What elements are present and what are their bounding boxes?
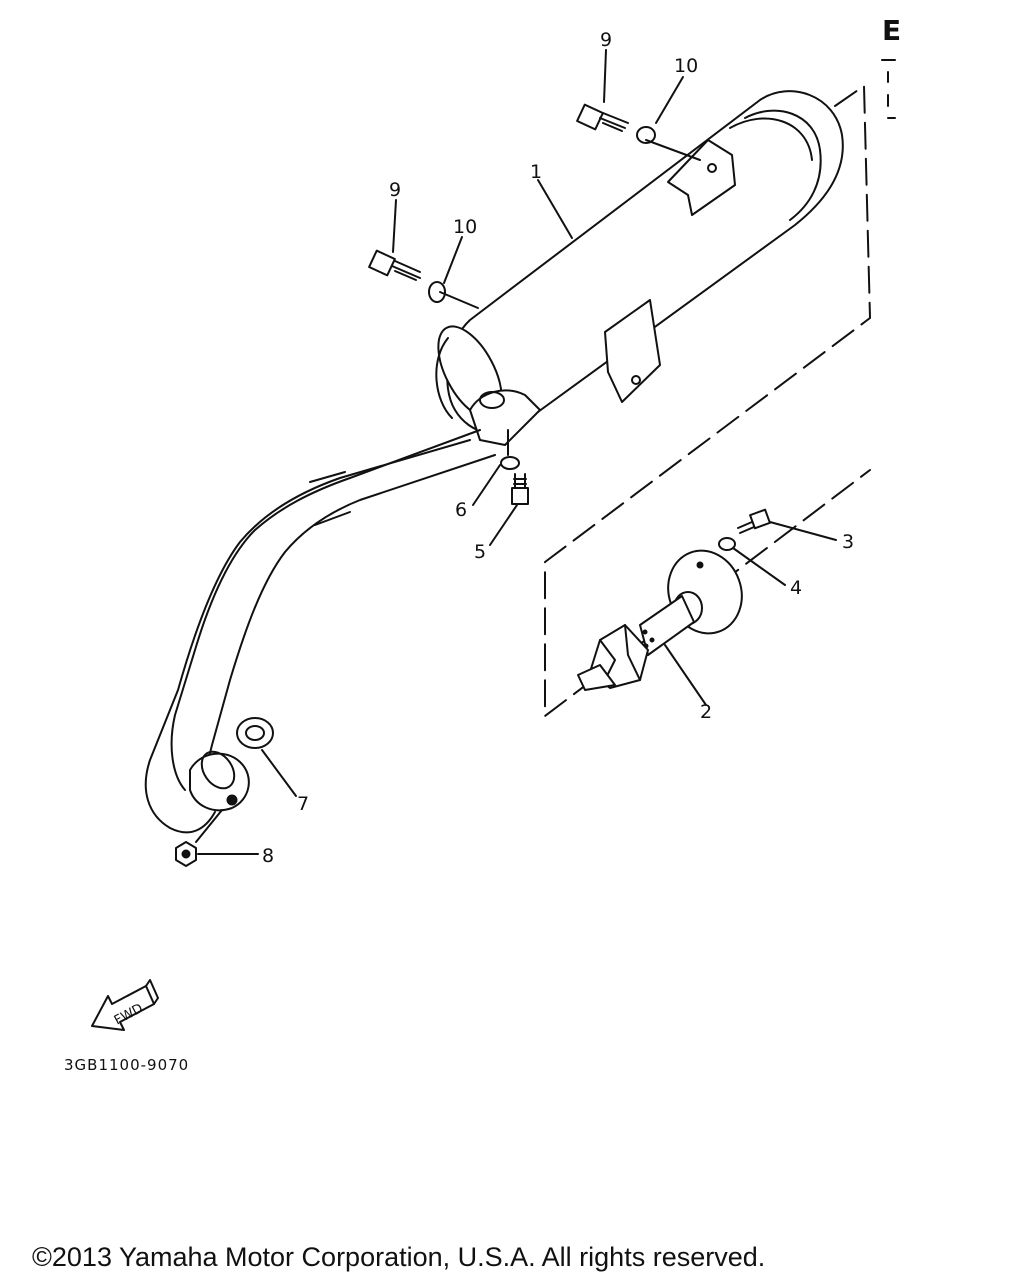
callout-10-upper: 10: [674, 55, 698, 77]
callout-5: 5: [474, 541, 486, 563]
exhaust-pipe: [144, 429, 496, 834]
callout-3: 3: [842, 531, 854, 553]
corner-mark: E: [882, 14, 901, 47]
callout-6: 6: [455, 499, 467, 521]
callout-7: 7: [297, 793, 309, 815]
gasket: [236, 717, 274, 749]
callout-9-lower: 9: [389, 179, 401, 201]
corner-fragment: E: [881, 14, 901, 119]
washer-upper: [636, 126, 656, 144]
spark-arrester: [577, 549, 743, 691]
nut: [175, 841, 197, 867]
assembly-boundary: [544, 85, 871, 717]
muffler: [435, 90, 844, 446]
callout-10-lower: 10: [453, 216, 477, 238]
callout-9-upper: 9: [600, 29, 612, 51]
callout-8: 8: [262, 845, 274, 867]
copyright-notice: ©2013 Yamaha Motor Corporation, U.S.A. A…: [32, 1242, 766, 1272]
fwd-arrow: FWD: [91, 979, 159, 1031]
callout-1: 1: [530, 161, 542, 183]
bolt-3: [737, 508, 771, 534]
washer-lower: [428, 281, 446, 303]
callout-4: 4: [790, 577, 802, 599]
callout-2: 2: [700, 701, 712, 723]
washer-6: [500, 456, 520, 470]
bolt-upper: [576, 103, 629, 132]
part-code: 3GB1100-9070: [64, 1056, 190, 1074]
bolt-5: [511, 473, 529, 505]
washer-4: [718, 537, 736, 551]
callouts: 9 10 1 9 10 6 5 3 4 2 7 8: [262, 29, 854, 867]
bolt-lower: [368, 249, 421, 281]
leader-lines: [195, 49, 837, 855]
